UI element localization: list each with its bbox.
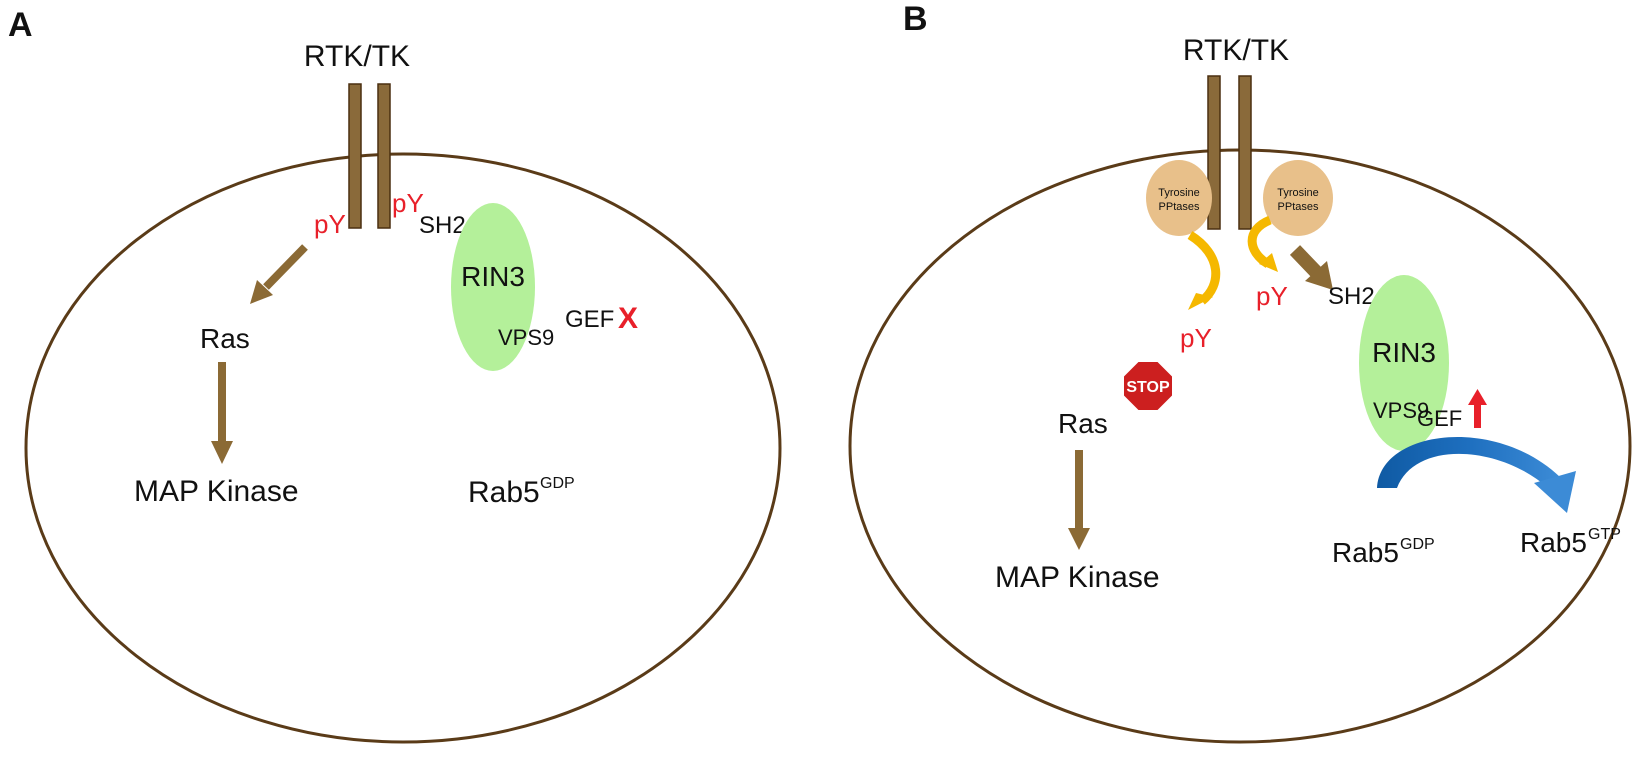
panel-b-rin3-protein: [1359, 275, 1449, 451]
panel-b-yellow-arrow-left: [1187, 231, 1221, 310]
panel-b-rab5-gdp-label: Rab5: [1332, 537, 1399, 568]
panel-b-yellow-arrow-right: [1247, 215, 1278, 272]
panel-b-rab5-gtp-label: Rab5: [1520, 527, 1587, 558]
panel-a-vps9-label: VPS9: [498, 325, 554, 350]
panel-b-arrow-ras-to-map-kinase: [1068, 450, 1090, 550]
panel-b-arrow-to-sh2: [1289, 245, 1333, 290]
panel-b-rab5-conversion-arrow: [1377, 436, 1576, 513]
panel-b-py-right: pY: [1256, 281, 1288, 311]
panel-a-sh2-label: SH2: [419, 212, 466, 239]
panel-a-rab5-superscript: GDP: [540, 475, 575, 492]
panel-a-receptor-chain-right: [377, 83, 391, 229]
panel-b-letter: B: [903, 0, 928, 38]
panel-a-ras-label: Ras: [200, 323, 250, 354]
panel-a-gef-label: GEF: [565, 306, 614, 333]
panel-a-rin3-label: RIN3: [461, 261, 525, 292]
panel-b-ptase-right: Tyrosine PPtases: [1263, 160, 1333, 236]
panel-b-ptase-right-line2: PPtases: [1278, 201, 1319, 213]
panel-b-ptase-left: Tyrosine PPtases: [1146, 160, 1212, 236]
panel-b-rab5-gdp-superscript: GDP: [1400, 536, 1435, 553]
panel-a-map-kinase-label: MAP Kinase: [134, 475, 299, 508]
panel-b-stop-label: STOP: [1126, 379, 1170, 396]
panel-a-cell-membrane: [24, 152, 782, 744]
panel-b-ptase-right-line1: Tyrosine: [1277, 187, 1319, 199]
panel-b-vps9-label: VPS9: [1373, 398, 1429, 423]
panel-a-arrow-ras-to-map-kinase: [211, 362, 233, 464]
panel-b-sh2-label: SH2: [1328, 283, 1375, 310]
panel-b-gef-increase-arrow: [1468, 389, 1487, 428]
panel-a-gef-inactive-mark: X: [618, 302, 638, 335]
panel-a-rab5-label: Rab5: [468, 476, 540, 509]
panel-b-gef-label: GEF: [1417, 406, 1462, 431]
panel-a-receptor-chain-left: [348, 83, 362, 229]
panel-b-rin3-label: RIN3: [1372, 337, 1436, 368]
panel-b-rab5-gtp-superscript: GTP: [1588, 526, 1621, 543]
panel-b-receptor-label: RTK/TK: [1183, 34, 1289, 67]
panel-b-stop-sign: STOP: [1122, 360, 1174, 412]
panel-b-ptase-left-line2: PPtases: [1159, 201, 1200, 213]
panel-a-receptor-label: RTK/TK: [304, 40, 410, 73]
panel-b-ras-label: Ras: [1058, 408, 1108, 439]
panel-b-receptor-chain-right: [1238, 75, 1252, 230]
panel-a-arrow-py-to-ras: [250, 244, 308, 304]
panel-b-py-left: pY: [1180, 323, 1212, 353]
panel-a-py-left: pY: [314, 209, 346, 239]
panel-a-rin3-protein: [451, 203, 535, 371]
panel-a-letter: A: [8, 6, 33, 44]
panel-a: A RTK/TK pY pY SH2 RIN3 VPS9 GEF X Ras M…: [8, 6, 782, 744]
panel-b-ptase-left-line1: Tyrosine: [1158, 187, 1200, 199]
panel-b-map-kinase-label: MAP Kinase: [995, 561, 1160, 594]
panel-b-cell-membrane: [848, 148, 1632, 744]
panel-a-py-right: pY: [392, 188, 424, 218]
panel-b: B RTK/TK Tyrosine PPtases Tyrosine PPtas…: [848, 0, 1632, 744]
